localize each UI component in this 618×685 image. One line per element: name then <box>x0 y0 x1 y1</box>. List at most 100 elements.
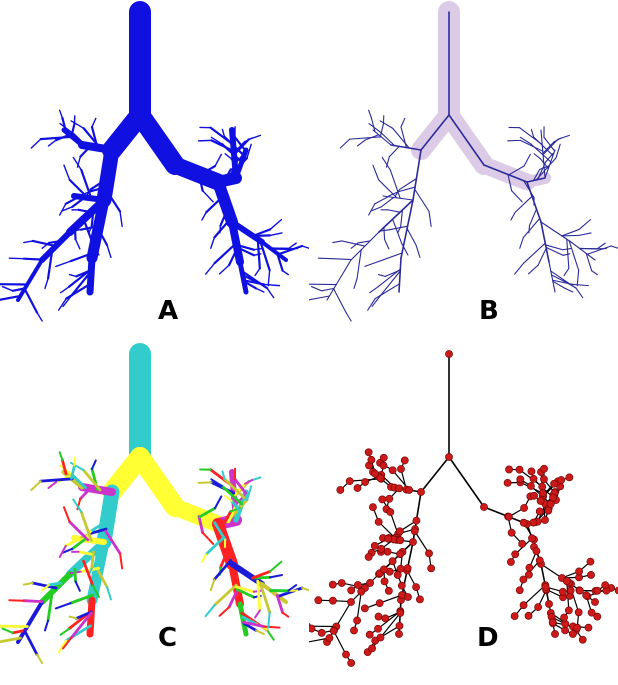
graph-node <box>398 582 405 589</box>
graph-node <box>396 485 403 492</box>
centerline-branch <box>334 289 346 313</box>
graph-node <box>516 466 523 473</box>
centerline-branch <box>342 241 365 246</box>
graph-node <box>535 604 542 611</box>
airway-segment <box>92 460 96 469</box>
graph-node <box>526 564 533 571</box>
graph-node <box>560 614 567 621</box>
graph-node <box>591 598 598 605</box>
centerline-branch <box>380 121 393 128</box>
centerline-branch <box>357 140 365 146</box>
graph-node <box>385 587 392 594</box>
airway-segment <box>203 533 213 544</box>
graph-node <box>558 476 565 483</box>
graph-node <box>337 486 344 493</box>
airway-branch <box>76 239 80 248</box>
graph-node <box>537 497 544 504</box>
airway-branch <box>220 265 230 274</box>
graph-node <box>394 571 401 578</box>
graph-node <box>329 597 336 604</box>
centerline-branch <box>577 270 578 285</box>
graph-node <box>559 588 566 595</box>
centerline-branch <box>380 253 402 261</box>
airway-segment <box>206 605 215 616</box>
airway-segment <box>202 554 206 562</box>
centerline-branch <box>549 262 555 292</box>
airway-branch <box>90 258 92 292</box>
panel-b: B <box>309 0 618 342</box>
graph-node <box>371 542 378 549</box>
airway-segment <box>270 575 282 577</box>
centerline-branch <box>354 278 357 288</box>
graph-node <box>587 558 594 565</box>
graph-node <box>380 462 387 469</box>
airway-segment <box>3 629 13 633</box>
graph-node <box>551 630 558 637</box>
airway-segment <box>41 479 72 481</box>
graph-node <box>520 602 527 609</box>
airway-branch <box>92 118 96 127</box>
airway-segment <box>283 613 289 617</box>
graph-node <box>569 630 576 637</box>
centerline-branch <box>515 263 524 274</box>
centerline-branch <box>576 288 583 298</box>
graph-node <box>531 492 538 499</box>
graph-node <box>374 625 381 632</box>
graph-edge <box>421 457 449 492</box>
centerline-branch <box>563 249 571 250</box>
graph-node <box>411 528 418 535</box>
airway-branch <box>256 288 264 292</box>
graph-node <box>379 496 386 503</box>
graph-node <box>575 609 582 616</box>
graph-node <box>549 619 556 626</box>
airway-segment <box>18 602 42 642</box>
graph-node <box>563 578 570 585</box>
airway-branch <box>268 270 269 285</box>
graph-node <box>425 550 432 557</box>
airway-segment <box>215 496 221 508</box>
centerline-branch <box>333 259 352 260</box>
airway-segment <box>60 452 63 460</box>
graph-node <box>539 483 546 490</box>
graph-node <box>369 504 376 511</box>
centerline-branch <box>365 261 380 266</box>
centerline-branch <box>538 248 546 265</box>
graph-node <box>516 587 523 594</box>
graph-node <box>520 519 527 526</box>
airway-branch <box>302 246 309 248</box>
centerline-branch <box>346 313 351 321</box>
graph-node <box>561 627 568 634</box>
graph-node <box>396 622 403 629</box>
graph-node <box>520 504 527 511</box>
graph-node <box>540 465 547 472</box>
graph-node <box>406 486 413 493</box>
graph-node <box>315 597 322 604</box>
centerline-branch <box>511 212 515 220</box>
graph-node <box>366 579 373 586</box>
airway-segment <box>76 581 80 590</box>
airway-segment <box>264 626 279 627</box>
airway-segment <box>140 457 175 507</box>
panel-a: A <box>0 0 309 342</box>
airway-segment <box>25 631 37 655</box>
graph-node <box>368 456 375 463</box>
graph-node <box>342 651 349 658</box>
graph-node <box>404 593 411 600</box>
graph-node <box>602 582 609 589</box>
graph-node <box>318 629 325 636</box>
graph-node <box>540 476 547 483</box>
airway-branch <box>270 233 282 235</box>
graph-node <box>404 565 411 572</box>
graph-node <box>530 519 537 526</box>
airway-branch <box>48 140 56 146</box>
graph-node <box>358 588 365 595</box>
airway-segment <box>56 603 71 608</box>
centerline-branch <box>401 118 405 127</box>
graph-node <box>528 535 535 542</box>
airway-segment <box>61 629 69 635</box>
airway-branch <box>64 165 70 180</box>
centerline-branch <box>373 165 379 180</box>
panel-d: D <box>309 342 618 684</box>
graph-node <box>361 605 368 612</box>
